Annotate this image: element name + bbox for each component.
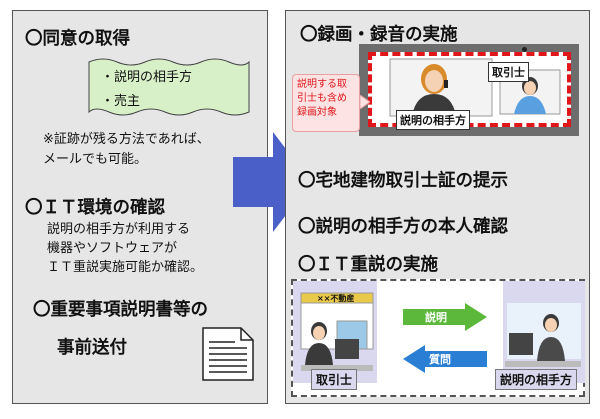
consent-scroll: ・説明の相手方 ・売主 bbox=[83, 58, 255, 120]
left-panel: 〇同意の取得 ・説明の相手方 ・売主 ※証跡が残る方法であれば、 メールでも可能… bbox=[12, 10, 268, 404]
advance-heading-line-2: 事前送付 bbox=[57, 338, 127, 358]
right-panel: 〇録画・録音の実施 取引士 説明の相手方 説明する取 引士も含め 録画対象 〇宅… bbox=[285, 10, 590, 404]
bottom-agent-label: 取引士 bbox=[311, 369, 358, 390]
document-icon bbox=[202, 327, 254, 381]
video-call-illustration bbox=[389, 58, 561, 117]
note-line-2: メールでも可能。 bbox=[43, 152, 148, 167]
consent-item-counterpart: ・説明の相手方 bbox=[101, 70, 193, 85]
note-line-1: ※証跡が残る方法であれば、 bbox=[43, 132, 210, 147]
question-arrow-icon bbox=[403, 345, 487, 373]
recording-note-line-1: 説明する取 bbox=[297, 79, 347, 90]
counterpart-tag: 説明の相手方 bbox=[396, 110, 470, 130]
consent-heading: 〇同意の取得 bbox=[25, 29, 130, 49]
recording-callout: 説明する取 引士も含め 録画対象 bbox=[292, 74, 360, 132]
explain-arrow-icon bbox=[403, 303, 487, 331]
it-check-heading: 〇ＩＴ環境の確認 bbox=[25, 198, 165, 218]
question-label: 質問 bbox=[429, 353, 451, 366]
identity-heading: 〇説明の相手方の本人確認 bbox=[298, 217, 508, 237]
it-session-illustration bbox=[300, 292, 581, 371]
recording-note-line-3: 録画対象 bbox=[297, 107, 337, 118]
it-check-line-3: ＩＴ重説実施可能か確認。 bbox=[47, 260, 204, 275]
office-sign: ××不動産 bbox=[317, 294, 355, 303]
it-session-box: ××不動産 説明 質問 取引士 説明の相手方 bbox=[291, 279, 585, 397]
consent-item-seller: ・売主 bbox=[101, 94, 141, 109]
camera-icon bbox=[522, 47, 527, 52]
explain-label: 説明 bbox=[425, 311, 447, 324]
recording-heading: 〇録画・録音の実施 bbox=[300, 25, 458, 45]
callout-tail bbox=[360, 95, 370, 109]
advance-heading-line-1: 〇重要事項説明書等の bbox=[33, 300, 208, 320]
bottom-counterpart-label: 説明の相手方 bbox=[495, 369, 578, 390]
license-heading: 〇宅地建物取引士証の提示 bbox=[298, 171, 508, 191]
it-check-line-1: 説明の相手方が利用する bbox=[47, 222, 191, 237]
it-check-line-2: 機器やソフトウェアが bbox=[47, 241, 178, 256]
it-heading: 〇ＩＴ重説の実施 bbox=[298, 255, 438, 275]
agent-tag: 取引士 bbox=[488, 62, 529, 82]
recording-note-line-2: 引士も含め bbox=[297, 93, 347, 104]
scroll-shape bbox=[88, 58, 250, 116]
